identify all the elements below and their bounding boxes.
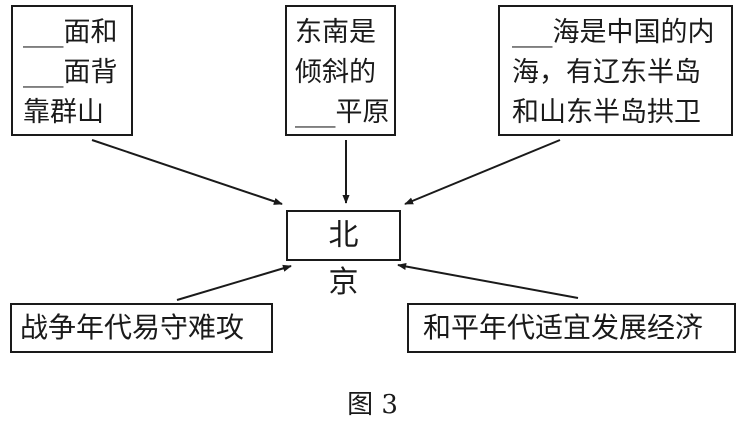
relief-line-1: ___面和 (23, 17, 118, 48)
beijing-center-box: 北 京 (286, 210, 401, 300)
sea-line-3: 和山东半岛拱卫 (512, 97, 701, 128)
sea-line-2: 海，有辽东半岛 (512, 57, 701, 88)
relief-line-2: ___面背 (23, 57, 118, 88)
plain-condition-box: 东南是 倾斜的 ___平原 (285, 5, 396, 136)
beijing-label: 北 京 (328, 218, 373, 300)
sea-condition-box: ___海是中国的内 海，有辽东半岛 和山东半岛拱卫 (498, 5, 733, 136)
plain-line-1: 东南是 (295, 17, 376, 48)
relief-line-3: 靠群山 (23, 97, 104, 128)
plain-line-3: ___平原 (295, 97, 390, 128)
arrow-from-bottom-left (176, 264, 292, 301)
wartime-label: 战争年代易守难攻 (20, 311, 245, 344)
figure-caption: 图 3 (347, 390, 398, 420)
wartime-box: 战争年代易守难攻 (10, 303, 273, 353)
relief-condition-box: ___面和 ___面背 靠群山 (11, 5, 133, 136)
peacetime-label: 和平年代适宜发展经济 (423, 311, 704, 344)
plain-line-2: 倾斜的 (295, 57, 376, 88)
peacetime-box: 和平年代适宜发展经济 (407, 303, 736, 353)
arrow-from-top-right (404, 139, 561, 205)
arrow-from-top-left (91, 139, 283, 205)
sea-line-1: ___海是中国的内 (512, 17, 715, 48)
arrow-from-bottom-right (397, 262, 579, 299)
